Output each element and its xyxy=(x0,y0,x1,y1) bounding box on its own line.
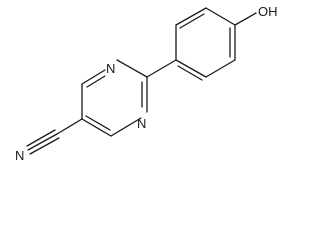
phenol-ring xyxy=(146,7,257,81)
bond-triple-3 xyxy=(29,137,60,155)
bond-ring-b xyxy=(205,59,236,78)
bond-ring-a xyxy=(175,59,207,78)
bond-ring-a-inner xyxy=(177,65,203,81)
bond-c2-c1prime xyxy=(146,59,177,78)
nitrile-group xyxy=(26,118,83,155)
bond-n-lower-c4 xyxy=(110,117,142,137)
bond-c4prime-oh xyxy=(234,12,257,26)
bond-triple-2 xyxy=(26,129,56,147)
bond-c4-c5 xyxy=(81,118,112,137)
bond-c4-c5-inner xyxy=(85,115,111,131)
bond-c6-n-upper xyxy=(81,69,106,85)
bond-triple-1 xyxy=(27,133,58,151)
atom-n-upper: N xyxy=(106,61,115,76)
chemical-structure: N N OH N xyxy=(15,4,278,163)
bond-c6-n-upper-inner xyxy=(86,75,106,88)
atom-hydroxyl: OH xyxy=(258,4,278,19)
structure-canvas: N N OH N xyxy=(15,4,278,163)
bond-ring-e xyxy=(175,7,207,26)
atom-n-lower: N xyxy=(137,116,146,131)
bond-ring-e-inner xyxy=(179,13,205,29)
pyrimidine-ring xyxy=(81,59,148,137)
bond-ring-d xyxy=(205,7,236,26)
atom-nitrile-n: N xyxy=(15,148,24,163)
bond-n-upper-c2 xyxy=(116,59,148,78)
bond-c5-nitrile-c xyxy=(56,118,83,135)
